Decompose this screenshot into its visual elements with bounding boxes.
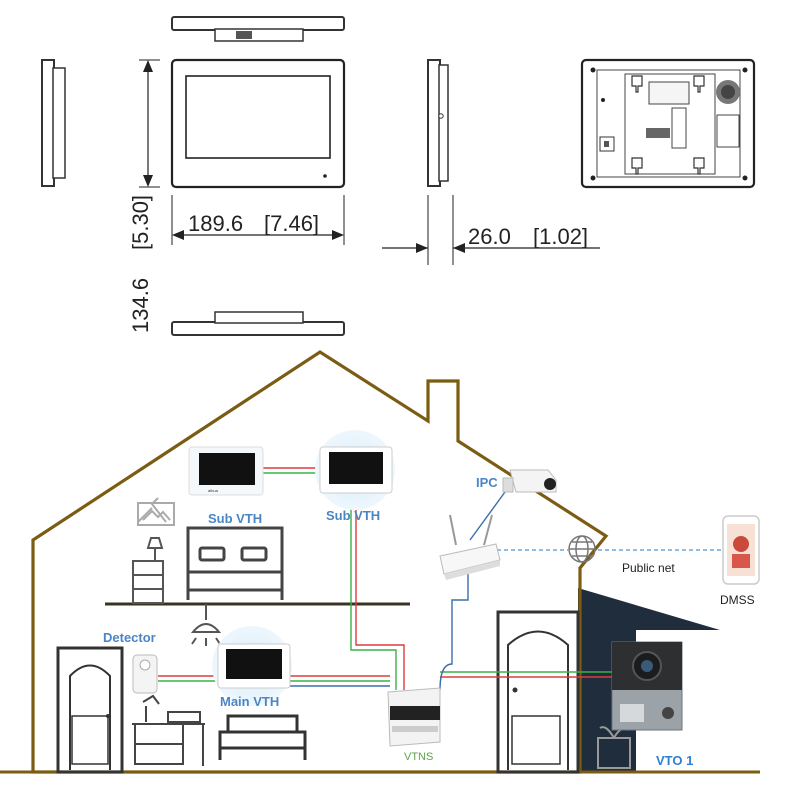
picture-frame-icon [137, 497, 175, 526]
ipc-label: IPC [476, 475, 498, 490]
left-door [56, 646, 124, 774]
sub-vth-1-label: Sub VTH [208, 511, 262, 526]
desk-icon [132, 694, 205, 766]
vtns-device [387, 687, 441, 747]
outer-roof [578, 588, 720, 630]
vto-label: VTO 1 [656, 753, 693, 768]
detector-device [132, 654, 158, 694]
ipc-camera [502, 469, 557, 493]
vto-device [611, 641, 683, 731]
main-vth-label: Main VTH [220, 694, 279, 709]
sub-vth-2 [315, 430, 395, 510]
main-vth [212, 626, 292, 706]
bottom-view [171, 311, 345, 336]
depth-mm-text: 26.0 [468, 224, 511, 249]
wiring [158, 467, 722, 691]
bed-icon [186, 526, 284, 600]
height-in-text: [5.30] [128, 195, 153, 250]
phone-device [722, 515, 760, 585]
sub-vth-1: alhua [188, 446, 264, 496]
center-door [496, 610, 580, 774]
depth-dimension: 26.0 [1.02] [382, 195, 600, 265]
front-view [170, 58, 346, 189]
height-dimension: 134.6 [5.30] [128, 59, 160, 333]
vtns-label: VTNS [404, 751, 433, 763]
height-mm-text: 134.6 [128, 278, 153, 333]
dmss-label: DMSS [720, 593, 755, 607]
sofa-icon [218, 714, 307, 760]
house-outline [31, 350, 609, 774]
depth-in-text: [1.02] [533, 224, 588, 249]
globe-icon [568, 535, 596, 563]
detector-label: Detector [103, 630, 156, 645]
right-side-view [427, 59, 449, 187]
sub-vth-2-label: Sub VTH [326, 508, 380, 523]
width-mm-text: 189.6 [188, 211, 243, 236]
left-side-view [41, 59, 66, 187]
width-in-text: [7.46] [264, 211, 319, 236]
back-view [580, 58, 756, 189]
top-view [171, 16, 345, 42]
public-net-label: Public net [622, 561, 675, 575]
ceiling-light-icon [190, 604, 222, 646]
router-device [439, 514, 501, 580]
nightstand-icon [132, 537, 164, 604]
svg-text:alhua: alhua [208, 488, 219, 493]
technical-drawing: 134.6 [5.30] 189.6 [7.46] 26.0 [1.02] [41, 16, 756, 336]
width-dimension: 189.6 [7.46] [171, 195, 345, 245]
house-diagram: alhua Sub VTH Sub VTH Main VTH Detector [0, 350, 760, 774]
